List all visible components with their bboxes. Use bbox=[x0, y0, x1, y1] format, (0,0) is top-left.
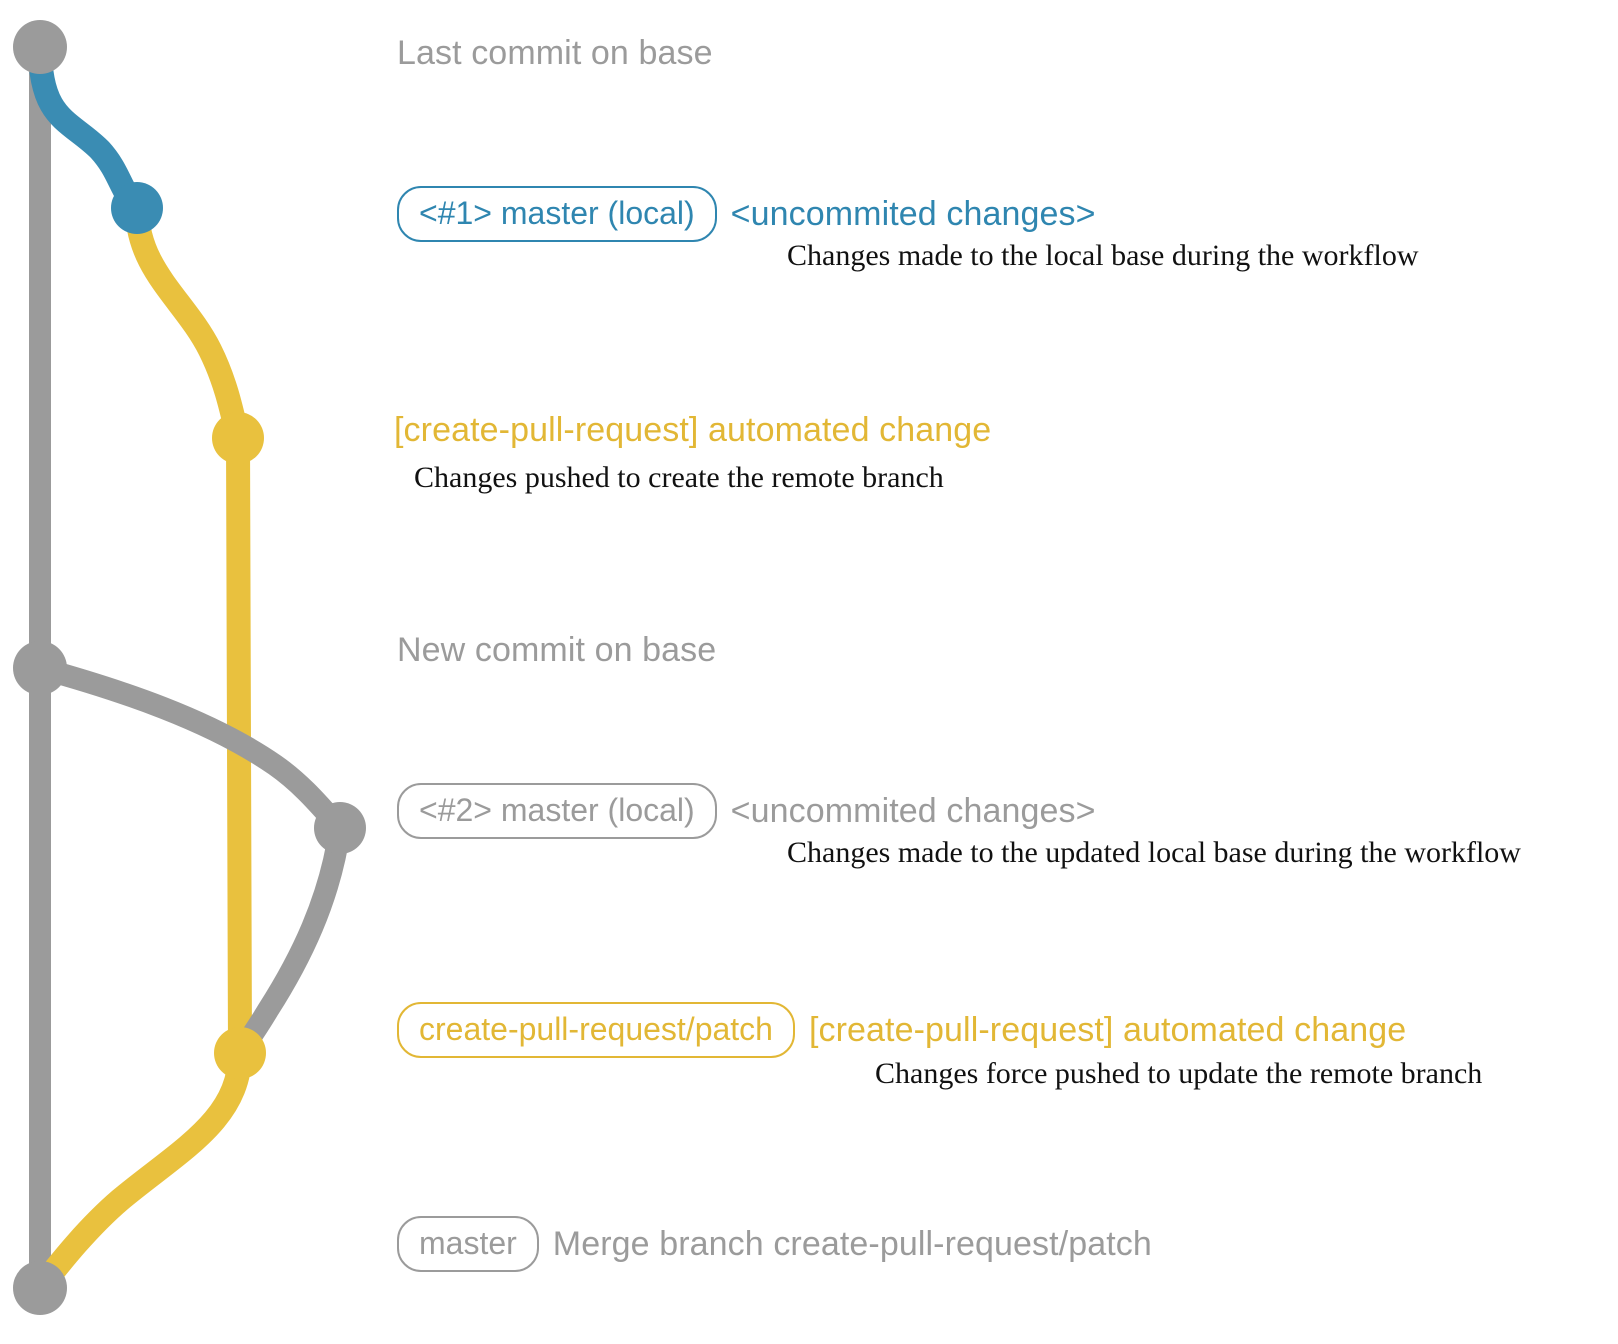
row-headline-master-local-1: <uncommited changes> bbox=[730, 195, 1096, 233]
row-headline-new-commit-on-base: New commit on base bbox=[397, 631, 717, 669]
row-caption-automated-change-2: Changes force pushed to update the remot… bbox=[875, 1057, 1483, 1090]
commit-node-master-local-1[interactable] bbox=[111, 182, 163, 234]
branch-badge-master[interactable]: master bbox=[397, 1216, 539, 1272]
row-caption-master-local-1: Changes made to the local base during th… bbox=[787, 239, 1419, 272]
commit-node-automated-change-2[interactable] bbox=[214, 1027, 266, 1079]
commit-node-new-on-base[interactable] bbox=[13, 641, 67, 695]
branch-badge-master-local-2[interactable]: <#2> master (local) bbox=[397, 783, 717, 839]
row-master-local-2: <#2> master (local) <uncommited changes> bbox=[397, 783, 1096, 839]
branch-badge-create-pull-request-patch[interactable]: create-pull-request/patch bbox=[397, 1002, 795, 1058]
edge-automated-change-2-to-merge bbox=[28, 1041, 252, 1300]
row-headline-merge-master: Merge branch create-pull-request/patch bbox=[552, 1225, 1152, 1263]
edge-master-local-1-to-automated-change-1 bbox=[125, 196, 250, 450]
row-headline-last-commit-on-base: Last commit on base bbox=[397, 34, 713, 72]
commit-node-last-on-base[interactable] bbox=[13, 20, 67, 74]
row-caption-master-local-2: Changes made to the updated local base d… bbox=[787, 836, 1521, 869]
commit-node-master-local-2[interactable] bbox=[314, 802, 366, 854]
spacer bbox=[795, 1030, 809, 1031]
row-last-commit-on-base: Last commit on base bbox=[397, 36, 713, 70]
row-automated-change-1: [create-pull-request] automated change bbox=[394, 413, 991, 447]
spacer bbox=[717, 811, 731, 812]
branch-badge-master-local-1[interactable]: <#1> master (local) bbox=[397, 186, 717, 242]
row-new-commit-on-base: New commit on base bbox=[397, 633, 716, 667]
row-headline-automated-change-1: [create-pull-request] automated change bbox=[394, 411, 992, 449]
spacer bbox=[539, 1244, 553, 1245]
edge-new-base-to-master-local-2 bbox=[29, 657, 351, 839]
spacer bbox=[717, 214, 731, 215]
row-headline-automated-change-2: [create-pull-request] automated change bbox=[808, 1011, 1407, 1049]
row-automated-change-2: create-pull-request/patch [create-pull-r… bbox=[397, 1002, 1406, 1058]
row-headline-master-local-2: <uncommited changes> bbox=[730, 792, 1096, 830]
row-master-local-1: <#1> master (local) <uncommited changes> bbox=[397, 186, 1096, 242]
commit-node-merge-master[interactable] bbox=[13, 1261, 67, 1315]
commit-node-automated-change-1[interactable] bbox=[212, 412, 264, 464]
edge-master-local-2-to-automated-change-2 bbox=[229, 817, 351, 1064]
row-merge-master: master Merge branch create-pull-request/… bbox=[397, 1216, 1152, 1272]
row-caption-automated-change-1: Changes pushed to create the remote bran… bbox=[414, 461, 944, 494]
edge-base-to-master-local-1 bbox=[28, 35, 149, 220]
